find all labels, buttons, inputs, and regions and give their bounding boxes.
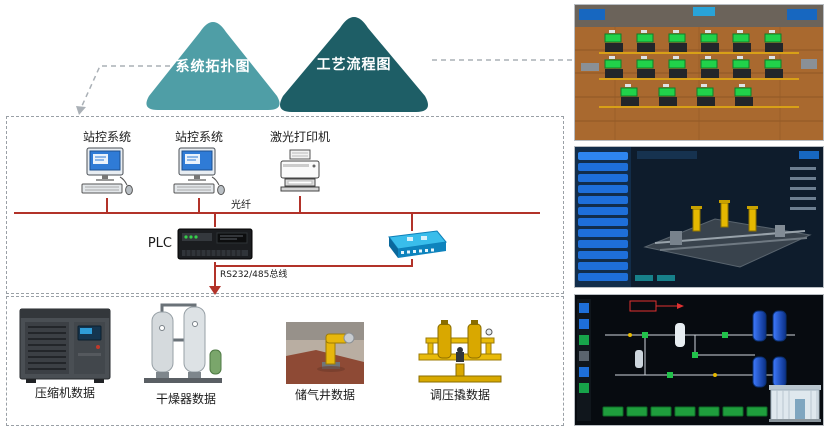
fiber-label: 光纤 bbox=[231, 200, 251, 211]
rs485-arrow bbox=[209, 286, 221, 295]
printer-label: 激光打印机 bbox=[269, 130, 330, 144]
gas-well-image bbox=[286, 322, 364, 384]
pressure-skid-image bbox=[418, 320, 502, 383]
equipment-data-box bbox=[6, 296, 564, 426]
plc-label: PLC bbox=[147, 236, 172, 251]
scada-process-flow-art bbox=[575, 295, 823, 425]
scada-topology-art bbox=[575, 5, 823, 140]
station1-label: 站控系统 bbox=[82, 130, 131, 144]
process-banner-label: 工艺流程图 bbox=[316, 57, 392, 73]
scada-topology-screenshot bbox=[574, 4, 824, 141]
switch-icon bbox=[388, 230, 447, 258]
topology-triangle bbox=[146, 22, 280, 110]
plc-icon bbox=[177, 228, 253, 260]
topology-connector-line bbox=[80, 65, 170, 109]
printer-icon bbox=[280, 149, 320, 192]
scada-process-flow-screenshot bbox=[574, 294, 824, 426]
process-flow-triangle bbox=[280, 17, 428, 112]
network-topology-box bbox=[6, 116, 564, 294]
scada-3d-model-screenshot bbox=[574, 146, 824, 288]
rs485-label: RS232/485总线 bbox=[220, 270, 288, 280]
computer-icon bbox=[173, 147, 225, 196]
pressure-skid-caption: 调压撬数据 bbox=[429, 388, 490, 402]
gas-well-caption: 储气井数据 bbox=[294, 388, 355, 402]
dryer-image bbox=[144, 303, 222, 383]
compressor-caption: 压缩机数据 bbox=[34, 386, 95, 400]
dryer-caption: 干燥器数据 bbox=[155, 392, 216, 406]
topology-banner-label: 系统拓扑图 bbox=[175, 59, 251, 75]
computer-icon bbox=[81, 147, 133, 196]
topology-connector-arrow bbox=[76, 106, 86, 115]
compressor-image bbox=[19, 308, 111, 383]
scada-3d-model-art bbox=[575, 147, 823, 287]
station2-label: 站控系统 bbox=[174, 130, 223, 144]
